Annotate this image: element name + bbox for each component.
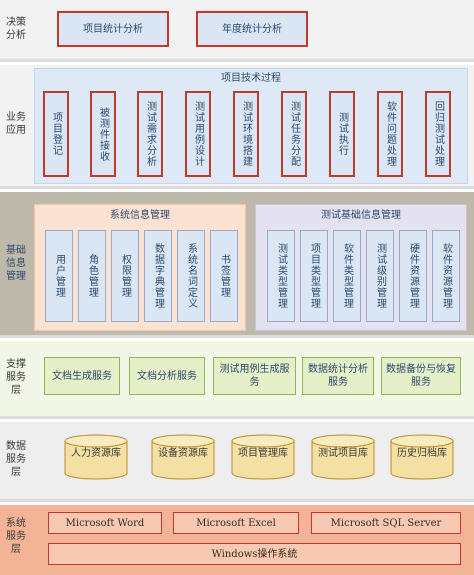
decision-band: 决策分析 项目统计分析 年度统计分析 (0, 0, 474, 62)
basic-band-label: 基础信息管理 (6, 245, 26, 282)
testing-info-item-2[interactable]: 项目类型管理 (300, 230, 328, 322)
database-5[interactable]: 历史归档库 (390, 434, 454, 480)
business-band-label: 业务应用 (6, 112, 26, 136)
system-info-item-1[interactable]: 用户管理 (45, 230, 73, 322)
business-item-6[interactable]: 测试任务分配 (281, 91, 307, 177)
business-item-4[interactable]: 测试用例设计 (185, 91, 211, 177)
database-1[interactable]: 人力资源库 (64, 434, 128, 480)
database-label: 项目管理库 (238, 448, 288, 459)
support-item-3[interactable]: 测试用例生成服务 (213, 357, 296, 395)
business-item-5[interactable]: 测试环境搭建 (233, 91, 259, 177)
system-service-item-2[interactable]: Microsoft Excel (173, 512, 299, 534)
business-item-2[interactable]: 被测件接收 (90, 91, 116, 177)
basic-band: 基础信息管理 系统信息管理 用户管理 角色管理 权限管理 数据字典管理 系统名词… (0, 192, 474, 338)
decision-item-2[interactable]: 年度统计分析 (196, 11, 308, 47)
testing-info-item-5[interactable]: 硬件资源管理 (399, 230, 427, 322)
database-icon (231, 434, 295, 480)
support-item-1[interactable]: 文档生成服务 (44, 357, 120, 395)
os-item[interactable]: Windows操作系统 (48, 543, 461, 565)
system-info-item-5[interactable]: 系统名词定义 (177, 230, 205, 322)
database-icon (64, 434, 128, 480)
business-item-9[interactable]: 回归测试处理 (425, 91, 451, 177)
testing-info-item-3[interactable]: 软件类型管理 (333, 230, 361, 322)
data-band: 数据服务层 人力资源库 设备资源库 项目管理库 测试项目库 历史归档库 (0, 422, 474, 502)
database-icon (311, 434, 375, 480)
database-icon (151, 434, 215, 480)
support-item-5[interactable]: 数据备份与恢复服务 (381, 357, 461, 395)
business-item-7[interactable]: 测试执行 (329, 91, 355, 177)
system-service-band: 系统服务层 Microsoft Word Microsoft Excel Mic… (0, 505, 474, 575)
database-label: 设备资源库 (158, 448, 208, 459)
support-item-4[interactable]: 数据统计分析服务 (302, 357, 374, 395)
support-band: 支撑服务层 文档生成服务 文档分析服务 测试用例生成服务 数据统计分析服务 数据… (0, 341, 474, 419)
database-icon (390, 434, 454, 480)
system-service-item-3[interactable]: Microsoft SQL Server (311, 512, 461, 534)
system-info-item-3[interactable]: 权限管理 (111, 230, 139, 322)
system-service-band-label: 系统服务层 (6, 518, 26, 555)
system-info-item-4[interactable]: 数据字典管理 (144, 230, 172, 322)
business-item-3[interactable]: 测试需求分析 (137, 91, 163, 177)
system-info-item-2[interactable]: 角色管理 (78, 230, 106, 322)
testing-info-item-4[interactable]: 测试级别管理 (366, 230, 394, 322)
database-3[interactable]: 项目管理库 (231, 434, 295, 480)
decision-band-label: 决策分析 (6, 17, 26, 41)
testing-info-item-6[interactable]: 软件资源管理 (432, 230, 460, 322)
database-label: 历史归档库 (397, 448, 447, 459)
database-label: 测试项目库 (318, 448, 368, 459)
business-item-1[interactable]: 项目登记 (43, 91, 69, 177)
system-info-item-6[interactable]: 书签管理 (210, 230, 238, 322)
support-band-label: 支撑服务层 (6, 359, 26, 396)
testing-info-title: 测试基础信息管理 (321, 209, 401, 221)
business-item-8[interactable]: 软件问题处理 (377, 91, 403, 177)
support-item-2[interactable]: 文档分析服务 (129, 357, 205, 395)
system-service-item-1[interactable]: Microsoft Word (48, 512, 162, 534)
decision-item-1[interactable]: 项目统计分析 (57, 11, 169, 47)
testing-info-item-1[interactable]: 测试类型管理 (267, 230, 295, 322)
system-info-title: 系统信息管理 (110, 209, 170, 221)
database-4[interactable]: 测试项目库 (311, 434, 375, 480)
database-label: 人力资源库 (71, 448, 121, 459)
data-band-label: 数据服务层 (6, 441, 26, 478)
database-2[interactable]: 设备资源库 (151, 434, 215, 480)
business-band: 业务应用 项目技术过程 项目登记 被测件接收 测试需求分析 测试用例设计 测试环… (0, 65, 474, 189)
business-title: 项目技术过程 (221, 72, 281, 84)
